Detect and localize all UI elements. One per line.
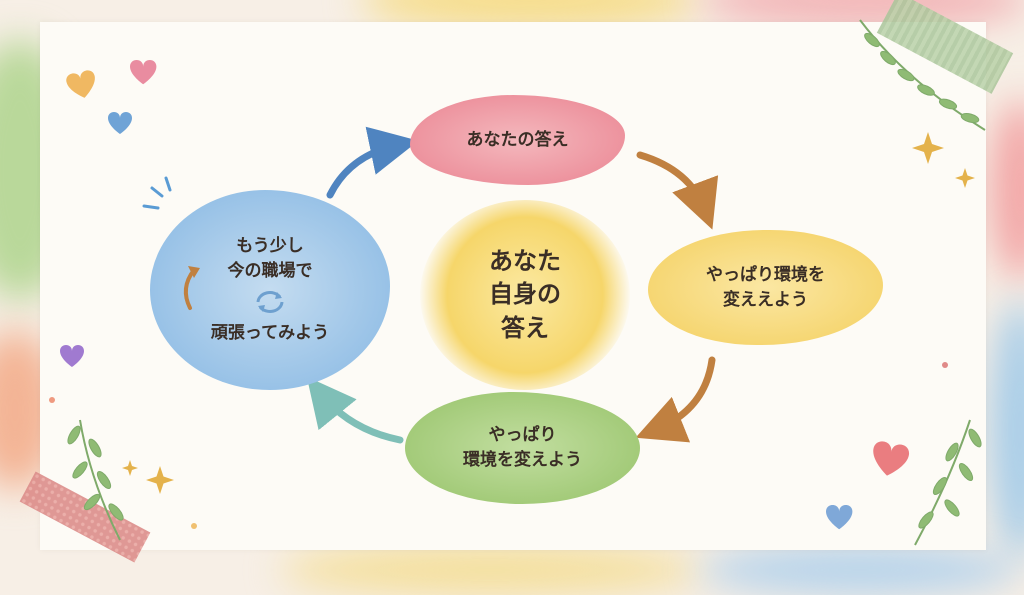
node-bottom: やっぱり 環境を変えよう [405,392,640,504]
heart-icon-blue-small [826,505,853,530]
dot-icon [942,362,948,368]
node-left-label-line1: もう少し 今の職場で [227,236,313,281]
node-left: もう少し 今の職場で 頑張ってみよう [150,190,390,390]
refresh-icon [256,291,284,314]
leaf-branch-icon-right [914,419,982,546]
node-center-label: あなた 自身の 答え [489,246,561,342]
arrow-right-to-bottom [635,356,716,443]
cycle-arrows [306,126,719,444]
heart-icon-blue [108,112,132,134]
sparkle-icon [912,132,944,164]
node-right-label: やっぱり環境を 変ええよう [706,264,825,310]
heart-icon-purple [60,345,84,367]
heart-icon-yellow [66,70,95,98]
arrow-top-to-right [636,151,719,230]
sparkle-icon-bottom-small [122,460,138,476]
arrow-bottom-to-left [306,376,404,444]
node-right: やっぱり環境を 変ええよう [648,230,883,345]
dot-icon [191,523,197,529]
node-bottom-label: やっぱり 環境を変えよう [463,425,582,470]
leaf-branch-icon [859,19,986,131]
curved-arrow-icon [183,266,200,310]
node-top-label: あなたの答え [466,129,569,150]
node-center: あなた 自身の 答え [420,200,630,390]
dot-icon [49,397,55,403]
decor-layer [49,19,986,546]
arrow-left-to-top [326,126,419,199]
leaf-branch-icon-left [67,419,124,541]
heart-icon-pink [130,60,157,85]
node-left-label-line2: 頑張ってみよう [210,323,330,344]
heart-icon-red [873,441,909,476]
sparkle-icon-bottom [146,466,174,494]
node-top: あなたの答え [410,95,625,185]
emphasis-lines-icon [142,176,172,210]
sparkle-icon-small [955,168,975,188]
